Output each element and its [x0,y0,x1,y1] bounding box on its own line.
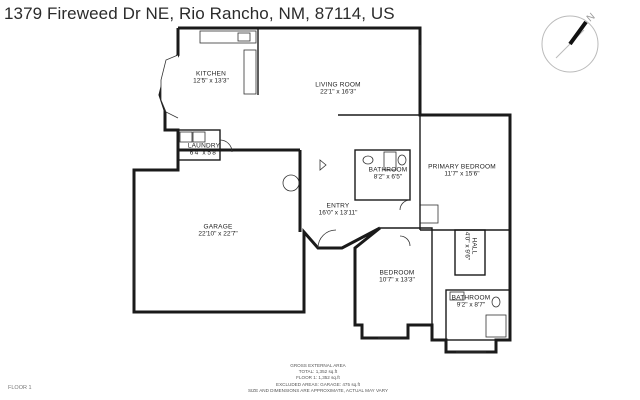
room-bathroom-1: BATHROOM 8'2" x 6'5" [369,167,408,182]
area-floor: FLOOR 1: 1,352 sq.ft [296,375,340,381]
room-living: LIVING ROOM 22'1" x 16'3" [315,82,361,97]
kitchen-sink [237,32,251,42]
address-title: 1379 Fireweed Dr NE, Rio Rancho, NM, 871… [4,4,395,23]
living-dims: 22'1" x 16'3" [320,89,356,96]
bedroom-name: BEDROOM [379,269,415,277]
garage-dims: 22'10" x 22'7" [198,231,238,238]
kitchen-counter [199,30,257,44]
area-total: TOTAL: 1,352 sq.ft [298,369,338,375]
room-laundry: LAUNDRY 6'4" x 5'8" [188,143,220,158]
bathroom-2-walls [445,289,511,341]
hall-name: HALL [470,237,478,255]
bedroom-door [399,235,411,247]
bath-1-toilet [397,154,407,166]
compass-north-letter: N [585,11,598,24]
bath-2-vanity [449,291,465,301]
hall-walls [454,229,486,276]
floor-label: FLOOR 1 [8,385,32,391]
entry-name: ENTRY [326,202,350,210]
kitchen-island [243,49,257,95]
area-heading: GROSS EXTERNAL AREA [290,363,346,368]
water-heater [282,174,300,192]
compass-icon: N [541,11,599,73]
closet-box [419,204,439,224]
bath-1-sink [362,155,374,165]
living-name: LIVING ROOM [315,81,361,89]
bathroom-1-walls [354,149,411,201]
bath-2-tub [485,314,507,338]
bathroom-1-name: BATHROOM [368,166,408,174]
exterior-wall [132,26,512,354]
kitchen-bay-window [160,54,179,119]
bathroom-2-name: BATHROOM [451,294,491,302]
laundry-door-swing [219,139,233,153]
entry-dims: 16'0" x 13'11" [318,210,358,217]
garage-name: GARAGE [203,223,233,231]
room-hall: HALL 4'0" x 9'6" [463,231,478,261]
entry-step-marker [319,159,327,171]
compass-ring [541,15,599,73]
area-excluded: EXCLUDED AREAS: GARAGE: 475 sq.ft [276,381,360,387]
bedroom-dims: 10'7" x 13'3" [379,277,415,284]
room-garage: GARAGE 22'10" x 22'7" [198,224,237,239]
room-primary-bedroom: PRIMARY BEDROOM 11'7" x 15'6" [428,164,496,179]
kitchen-dims: 12'5" x 13'3" [193,78,229,85]
bathroom-1-dims: 8'2" x 6'5" [373,174,403,181]
area-summary: GROSS EXTERNAL AREA TOTAL: 1,352 sq.ft F… [248,363,388,394]
area-disclaimer: SIZE AND DIMENSIONS ARE APPROXIMATE, ACT… [247,387,389,393]
primary-bedroom-dims: 11'7" x 15'6" [444,171,480,178]
room-entry: ENTRY 16'0" x 13'11" [319,203,358,218]
washer [179,131,193,143]
compass-needle [568,20,588,46]
hall-dims: 4'0" x 9'6" [463,231,470,261]
bathroom-2-dims: 9'2" x 8'7" [456,302,486,309]
dryer [192,131,206,143]
bath-2-toilet [491,296,501,308]
bath-1-shower [383,151,397,171]
front-door [317,229,337,249]
bath-1-door [399,199,411,211]
laundry-walls [177,129,221,161]
room-bedroom: BEDROOM 10'7" x 13'3" [379,270,415,285]
laundry-dims: 6'4" x 5'8" [189,150,219,157]
kitchen-name: KITCHEN [196,70,226,78]
room-bathroom-2: BATHROOM 9'2" x 8'7" [452,295,491,310]
room-kitchen: KITCHEN 12'5" x 13'3" [193,71,229,86]
laundry-name: LAUNDRY [187,142,221,150]
primary-bedroom-name: PRIMARY BEDROOM [428,163,496,171]
bedroom-walls [380,227,433,325]
